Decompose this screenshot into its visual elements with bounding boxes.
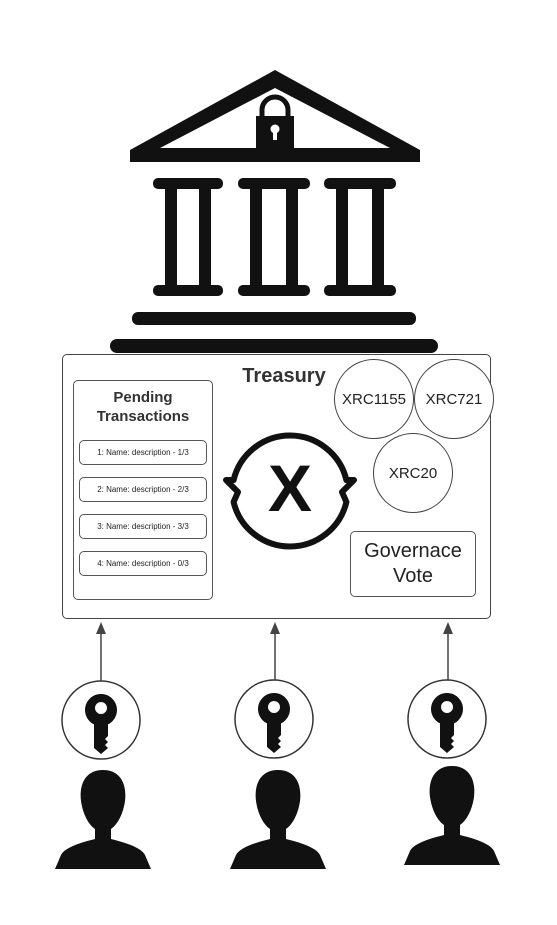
bank-pillars <box>153 178 396 296</box>
token-xrc20-label: XRC20 <box>388 464 438 482</box>
token-xrc721[interactable]: XRC721 <box>414 359 494 439</box>
transaction-item-3[interactable]: 3: Name: description - 3/3 <box>79 514 207 539</box>
pending-title-line1: Pending <box>113 389 173 406</box>
logo-letter: X <box>268 451 312 525</box>
logo-ring <box>223 432 357 550</box>
treasury-title: Treasury <box>242 365 326 387</box>
padlock-icon <box>256 94 294 148</box>
token-xrc1155[interactable]: XRC1155 <box>334 359 414 439</box>
governance-line2: Vote <box>392 565 434 587</box>
token-xrc20[interactable]: XRC20 <box>373 433 453 513</box>
bank-step-upper <box>132 312 416 325</box>
x-token-logo: X <box>223 432 357 550</box>
pending-transactions-title: Pending Transactions <box>73 388 213 426</box>
transaction-item-1[interactable]: 1: Name: description - 1/3 <box>79 440 207 465</box>
pending-title-line2: Transactions <box>96 408 190 425</box>
token-xrc721-label: XRC721 <box>425 390 483 408</box>
governance-vote-button[interactable]: Governace Vote <box>350 531 476 597</box>
transaction-item-2[interactable]: 2: Name: description - 2/3 <box>79 477 207 502</box>
token-xrc1155-label: XRC1155 <box>342 390 406 408</box>
transaction-item-4[interactable]: 4: Name: description - 0/3 <box>79 551 207 576</box>
governance-line1: Governace <box>364 540 462 562</box>
bank-step-lower <box>110 339 438 353</box>
